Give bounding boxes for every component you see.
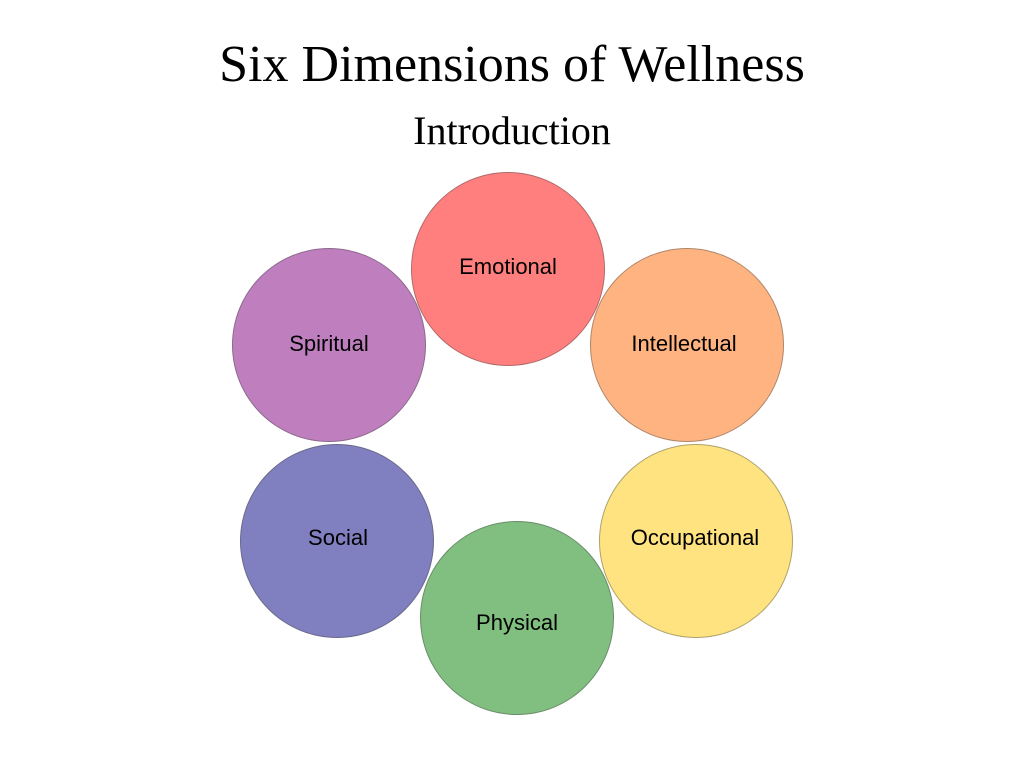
circle-spiritual [232, 248, 426, 442]
circle-emotional [411, 172, 605, 366]
label-spiritual: Spiritual [289, 331, 369, 356]
label-occupational: Occupational [630, 525, 760, 550]
circle-physical [420, 521, 614, 715]
circle-social [240, 444, 434, 638]
label-physical: Physical [476, 610, 558, 635]
slide-subtitle: Introduction [413, 108, 611, 153]
circle-intellectual [590, 248, 784, 442]
label-social: Social [308, 525, 368, 550]
label-emotional: Emotional [459, 254, 557, 279]
circle-occupational [599, 444, 793, 638]
slide-title: Six Dimensions of Wellness [219, 36, 805, 93]
label-intellectual: Intellectual [631, 331, 737, 356]
